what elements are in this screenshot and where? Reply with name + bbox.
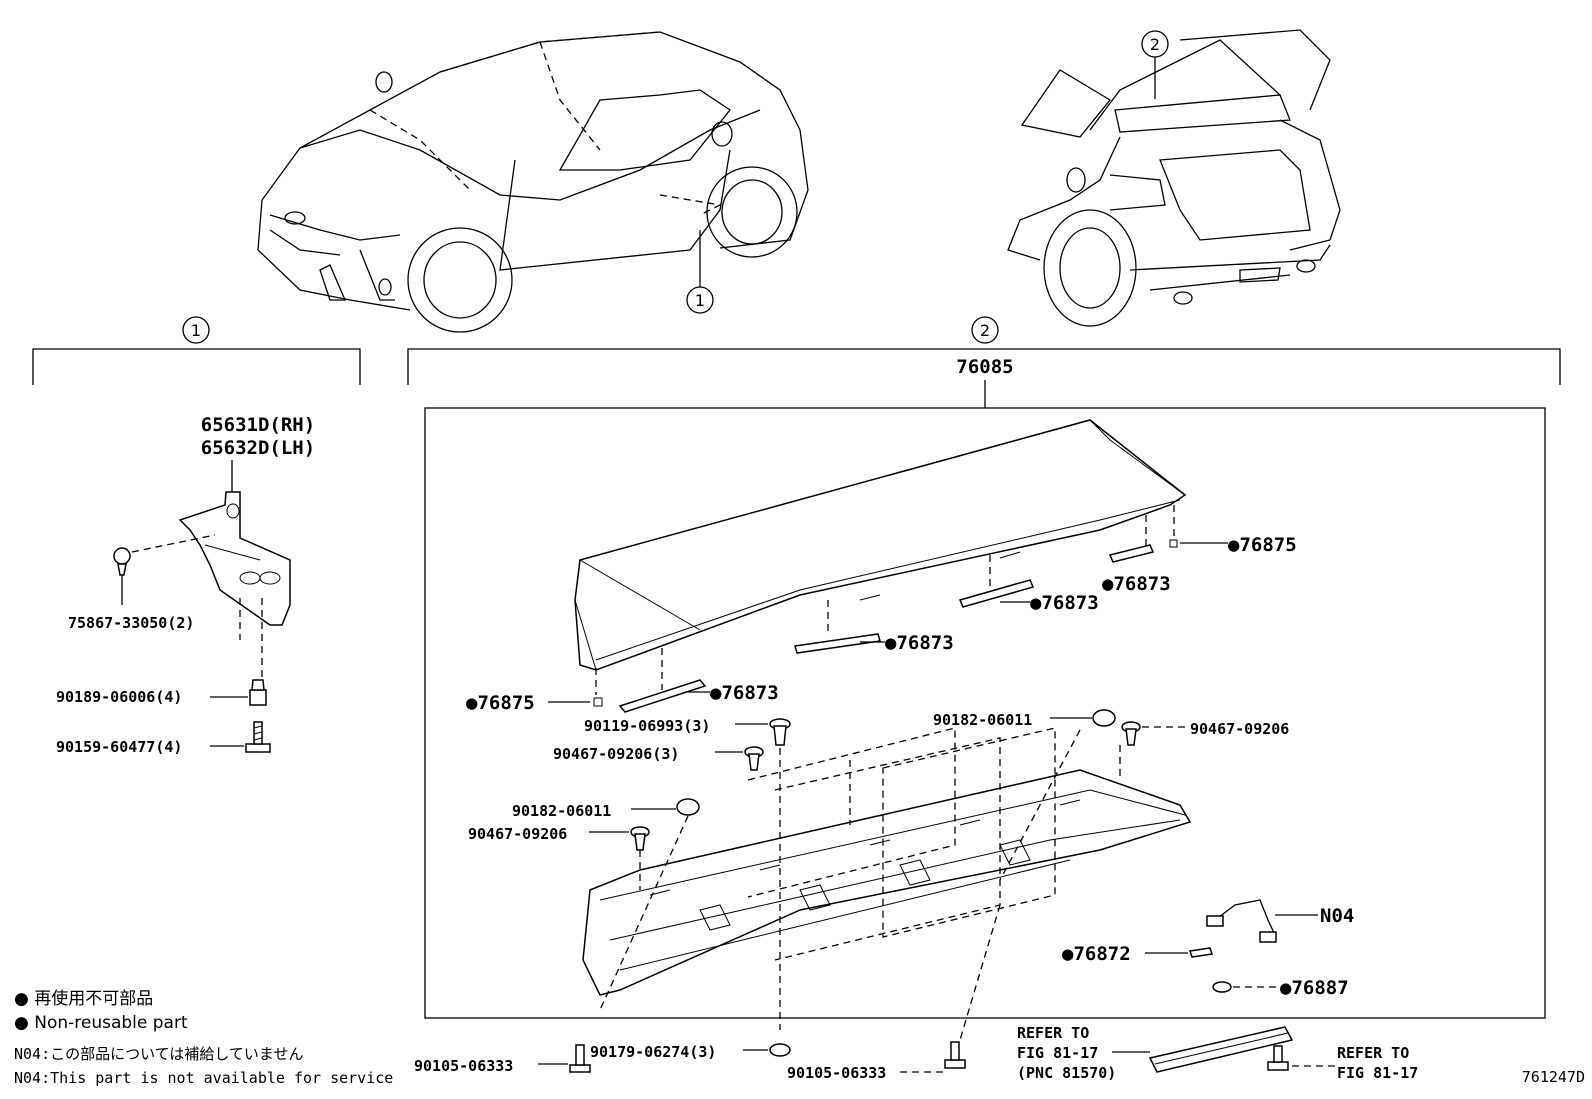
clip-75867 <box>113 547 131 576</box>
car-front-illustration <box>257 31 809 333</box>
label-90179: 90179-06274(3) <box>590 1043 716 1061</box>
screw-90467-left <box>630 826 650 851</box>
bolt-90105-center <box>944 1041 966 1069</box>
cap-76887 <box>1212 981 1232 993</box>
label-90119: 90119-06993(3) <box>584 717 710 735</box>
rear-spoiler-upper <box>574 419 1187 671</box>
legend-en-nonreusable: ● Non-reusable part <box>14 1013 188 1033</box>
label-90105-left: 90105-06333 <box>414 1057 513 1075</box>
label-76872: ●76872 <box>1062 943 1131 965</box>
screw-90159 <box>245 721 271 753</box>
dashed-guide-c <box>882 727 1056 938</box>
label-90467-3: 90467-09206(3) <box>553 745 679 763</box>
tape-76873-b <box>958 579 1035 608</box>
seal-76875-left <box>593 697 603 707</box>
car-rear-callout-number: 2 <box>1150 35 1160 54</box>
tape-76872 <box>1189 947 1213 958</box>
tape-76873-d <box>618 679 707 713</box>
group1-callout <box>182 316 210 344</box>
legend-en-n04: N04:This part is not available for servi… <box>14 1069 393 1087</box>
label-65632d: 65632D(LH) <box>201 437 315 459</box>
label-90182-left: 90182-06011 <box>512 802 611 820</box>
car-front-callout <box>686 286 714 314</box>
label-76875-left: ●76875 <box>466 692 535 714</box>
label-76873-d: ●76873 <box>710 682 779 704</box>
group2-bracket <box>407 348 1561 385</box>
stop-lamp-81570 <box>1148 1026 1294 1073</box>
legend-jp-nonreusable: ● 再使用不可部品 <box>14 988 153 1009</box>
label-n04: N04 <box>1320 905 1354 927</box>
seal-76875-right <box>1169 539 1178 548</box>
refer1-line3: (PNC 81570) <box>1017 1064 1116 1082</box>
tape-76873-c <box>794 633 881 654</box>
label-90467-left: 90467-09206 <box>468 825 567 843</box>
dashed-guide-b <box>774 737 1001 961</box>
grommet-90182-left <box>676 798 700 816</box>
dashed-guide-a <box>747 727 956 898</box>
connector-n04 <box>1206 899 1277 943</box>
tape-76873-a <box>1108 544 1155 563</box>
mud-guard-bracket <box>178 491 291 626</box>
assembly-76085-frame <box>424 407 1546 1019</box>
car-rear-callout <box>1141 30 1169 58</box>
car-front-callout-number: 1 <box>695 291 705 310</box>
rear-spoiler-lower <box>582 769 1192 996</box>
label-76887: ●76887 <box>1280 977 1349 999</box>
refer1-line1: REFER TO <box>1017 1024 1089 1042</box>
screw-refer2 <box>1267 1045 1289 1071</box>
refer2-line2: FIG 81-17 <box>1337 1064 1418 1082</box>
group2-callout-number: 2 <box>980 321 990 340</box>
label-90182-right: 90182-06011 <box>933 711 1032 729</box>
label-76873-a: ●76873 <box>1102 573 1171 595</box>
bolt-90105-left <box>569 1044 591 1073</box>
label-76873-c: ●76873 <box>885 632 954 654</box>
label-90159: 90159-60477(4) <box>56 738 182 756</box>
nut-90119 <box>769 718 791 746</box>
label-75867: 75867-33050(2) <box>68 614 194 632</box>
label-65631d: 65631D(RH) <box>201 414 315 436</box>
label-90189: 90189-06006(4) <box>56 688 182 706</box>
nut-90179 <box>769 1043 791 1057</box>
label-76085: 76085 <box>956 356 1013 378</box>
car-rear-illustration <box>1007 29 1341 327</box>
legend-jp-n04: N04:この部品については補給していません <box>14 1045 303 1063</box>
group2-callout <box>971 316 999 344</box>
label-90467-right: 90467-09206 <box>1190 720 1289 738</box>
refer2-line1: REFER TO <box>1337 1044 1409 1062</box>
nut-90189 <box>249 679 267 706</box>
group1-bracket <box>32 348 361 385</box>
refer1-line2: FIG 81-17 <box>1017 1044 1098 1062</box>
label-90105-center: 90105-06333 <box>787 1064 886 1082</box>
label-76873-b: ●76873 <box>1030 592 1099 614</box>
figure-id: 761247D <box>1522 1068 1585 1086</box>
grommet-90182-right <box>1092 709 1116 727</box>
group1-callout-number: 1 <box>191 321 201 340</box>
screw-90467-3 <box>744 746 764 771</box>
screw-90467-right <box>1121 721 1141 746</box>
label-76875-right: ●76875 <box>1228 534 1297 556</box>
